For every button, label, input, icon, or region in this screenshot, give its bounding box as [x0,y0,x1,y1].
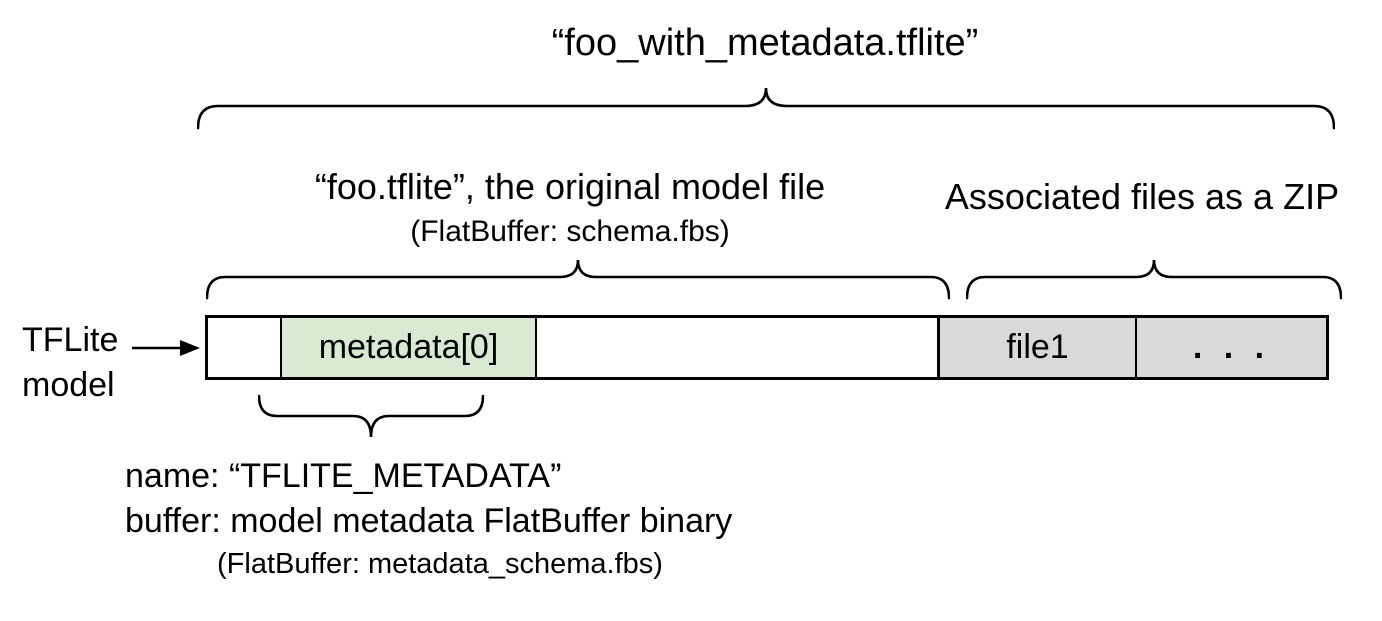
metadata-annotation-buffer: buffer: model metadata FlatBuffer binary [125,502,733,540]
bar-segment-header [208,318,280,377]
diagram-title: “foo_with_metadata.tflite” [551,22,979,64]
bar-segment-metadata: metadata[0] [280,318,537,377]
associated-files-section: Associated files as a ZIP [936,176,1348,218]
whole-file-brace [197,87,1335,130]
original-model-subheading: (FlatBuffer: schema.fbs) [410,215,730,248]
arrow-icon [132,340,200,356]
associated-files-heading: Associated files as a ZIP [944,176,1340,217]
tflite-model-label-line1: TFLite [22,321,119,359]
original-model-section: “foo.tflite”, the original model file (F… [250,166,890,249]
bar-segment-more-files: . . . [1135,318,1326,377]
metadata-annotation: name: “TFLITE_METADATA” buffer: model me… [125,454,845,584]
tflite-model-label: TFLite model [22,318,142,408]
metadata-annotation-schema: (FlatBuffer: metadata_schema.fbs) [217,548,663,580]
bar-segment-file1: file1 [937,318,1135,377]
associated-files-brace [966,259,1342,300]
tflite-model-label-line2: model [22,366,115,404]
metadata-annotation-name: name: “TFLITE_METADATA” [125,457,562,495]
bar-segment-model-body [537,318,937,377]
original-model-heading: “foo.tflite”, the original model file [314,166,826,207]
original-model-brace [206,259,950,300]
model-bar: metadata[0] file1 . . . [205,315,1329,380]
metadata-brace [258,394,485,438]
